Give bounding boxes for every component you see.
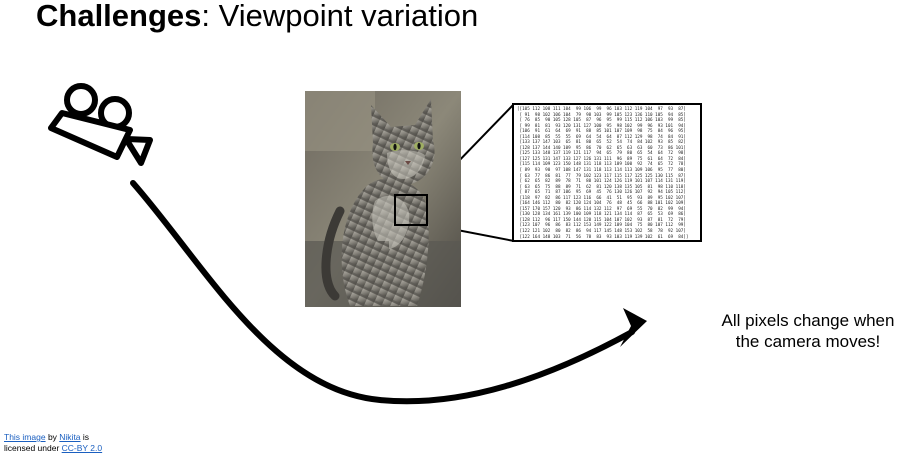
caption-line-2: the camera moves! bbox=[735, 332, 881, 351]
credit-line-1: This image by Nikita is bbox=[4, 432, 102, 443]
credit-license-text: licensed under bbox=[4, 443, 62, 453]
author-link[interactable]: Nikita bbox=[59, 432, 81, 442]
credit-line-2: licensed under CC-BY 2.0 bbox=[4, 443, 102, 454]
pixel-values-text: [[105 112 108 111 104 99 106 99 96 103 1… bbox=[517, 107, 689, 240]
caption-line-1: All pixels change when bbox=[721, 311, 895, 330]
camera-motion-arrow bbox=[130, 180, 647, 405]
title-rest: : Viewpoint variation bbox=[201, 0, 479, 33]
this-image-link[interactable]: This image bbox=[4, 432, 46, 442]
title-bold: Challenges bbox=[36, 0, 202, 33]
camera-icon bbox=[48, 83, 153, 166]
pixel-value-matrix: [[105 112 108 111 104 99 106 99 96 103 1… bbox=[512, 103, 702, 242]
cat-image bbox=[305, 91, 461, 307]
credit-is-text: is bbox=[80, 432, 90, 442]
caption: All pixels change when the camera moves! bbox=[706, 310, 908, 352]
license-link[interactable]: CC-BY 2.0 bbox=[61, 443, 103, 453]
slide-title: Challenges: Viewpoint variation bbox=[36, 0, 478, 34]
credit-by-text: by bbox=[45, 432, 60, 442]
image-credit: This image by Nikita is licensed under C… bbox=[4, 432, 102, 454]
